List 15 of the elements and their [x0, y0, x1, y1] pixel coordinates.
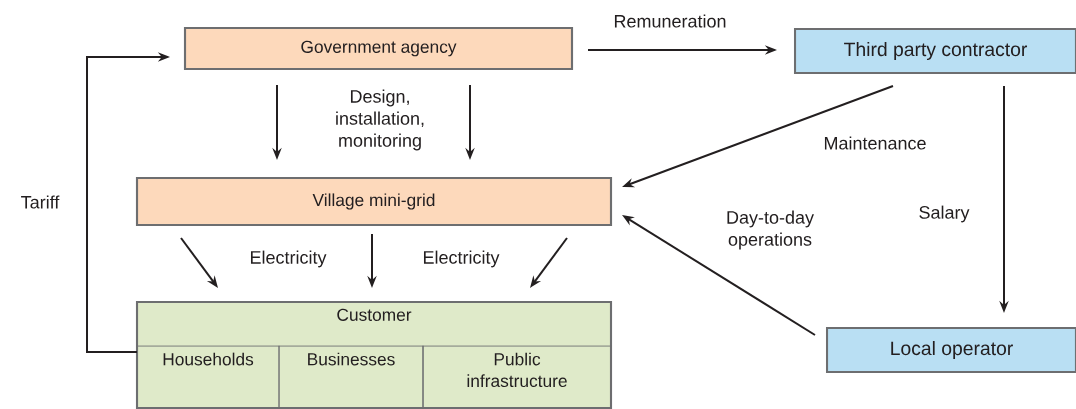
edge-label: Remuneration — [612, 13, 728, 29]
edge-label: Salary — [917, 204, 971, 224]
cell: Businesses — [278, 345, 424, 409]
process-box: Village mini-grid — [135, 176, 613, 227]
edge-label: Design, installation, monitoring — [323, 88, 437, 152]
cell: Public infrastructure — [422, 345, 612, 409]
edge-label: Electricity — [248, 249, 328, 269]
process-box: Local operator — [825, 326, 1076, 374]
edge-label: Day-to-day operations — [718, 209, 822, 251]
edge-label: Maintenance — [822, 135, 928, 151]
edge-label: Tariff — [19, 194, 61, 210]
process-box: Government agency — [183, 26, 574, 71]
process-box: Third party contractor — [793, 27, 1076, 75]
cell: Households — [136, 345, 280, 409]
edge-label: Electricity — [421, 249, 501, 269]
